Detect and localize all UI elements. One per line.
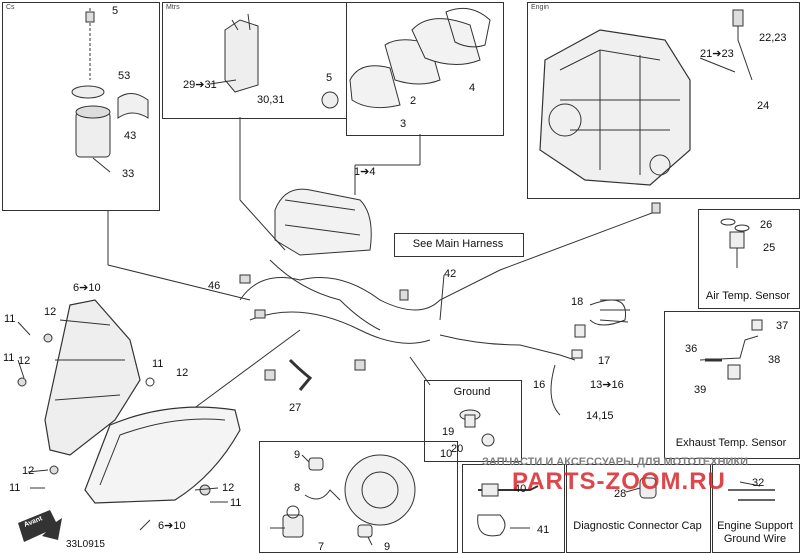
callout-2: 2 — [410, 95, 417, 107]
callout-18: 18 — [571, 296, 584, 308]
callout-53: 53 — [118, 70, 131, 82]
callout-12e: 12 — [222, 482, 235, 494]
callout-26: 26 — [760, 219, 773, 231]
callout-6-10-top: 6➔10 — [73, 282, 101, 294]
callout-27: 27 — [289, 402, 302, 414]
box-tag-engine: Engin — [531, 4, 549, 11]
callout-24: 24 — [757, 100, 770, 112]
callout-32: 32 — [752, 477, 765, 489]
callout-38: 38 — [768, 354, 781, 366]
box-tag-top-left: Cs — [6, 4, 15, 11]
callout-37: 37 — [776, 320, 789, 332]
callout-17: 17 — [598, 355, 611, 367]
callout-42: 42 — [444, 268, 457, 280]
panel-ground — [424, 380, 522, 462]
callout-11b: 11 — [3, 352, 15, 364]
panel-gauge — [346, 2, 504, 136]
callout-30-31: 30,31 — [257, 94, 285, 106]
callout-12d: 12 — [22, 465, 35, 477]
callout-12a: 12 — [44, 306, 57, 318]
callout-11c: 11 — [152, 358, 164, 370]
caption-ground-wire: Ground Wire — [723, 533, 787, 545]
callout-11d: 11 — [9, 482, 21, 494]
callout-25: 25 — [763, 242, 776, 254]
callout-8: 8 — [294, 482, 301, 494]
panel-bulb — [259, 441, 458, 553]
callout-20: 20 — [451, 443, 464, 455]
callout-40: 40 — [514, 483, 527, 495]
callout-5-top: 5 — [112, 5, 119, 17]
watermark-logo: PARTS-ZOOM.RU — [512, 468, 726, 495]
callout-9b: 9 — [384, 541, 391, 553]
panel-wire-40 — [462, 464, 565, 553]
callout-41: 41 — [537, 524, 550, 536]
callout-33: 33 — [122, 168, 135, 180]
callout-14-15: 14,15 — [586, 410, 614, 422]
callout-16: 16 — [533, 379, 546, 391]
callout-3: 3 — [400, 118, 407, 130]
callout-28: 28 — [614, 488, 627, 500]
callout-43: 43 — [124, 130, 137, 142]
callout-11a: 11 — [4, 313, 16, 325]
callout-13-16: 13➔16 — [590, 379, 624, 391]
callout-1-4: 1➔4 — [354, 166, 376, 178]
callout-5: 5 — [326, 72, 333, 84]
panel-see-main-harness — [394, 233, 524, 257]
caption-engine-support: Engine Support — [717, 520, 793, 532]
caption-see-main-harness: See Main Harness — [412, 238, 504, 250]
callout-9a: 9 — [294, 449, 301, 461]
callout-19: 19 — [442, 426, 455, 438]
caption-air-temp-sensor: Air Temp. Sensor — [705, 290, 791, 302]
panel-diag-cap — [566, 464, 711, 553]
callout-12c: 12 — [176, 367, 189, 379]
caption-exhaust-temp-sensor: Exhaust Temp. Sensor — [675, 437, 787, 449]
callout-39: 39 — [694, 384, 707, 396]
callout-46: 46 — [208, 280, 221, 292]
callout-10: 10 — [440, 448, 453, 460]
callout-7: 7 — [318, 541, 325, 553]
callout-36: 36 — [685, 343, 698, 355]
callout-11e: 11 — [230, 497, 242, 509]
callout-4: 4 — [469, 82, 476, 94]
callout-22-23: 22,23 — [759, 32, 787, 44]
callout-6-10-bottom: 6➔10 — [158, 520, 186, 532]
panel-top-left — [2, 2, 160, 211]
callout-29-31: 29➔31 — [183, 79, 217, 91]
callout-12b: 12 — [18, 355, 31, 367]
drawing-code: 33L0915 — [66, 539, 105, 550]
watermark-tagline: ЗАПЧАСТИ И АКСЕССУАРЫ ДЛЯ МОТОТЕХНИКИ — [482, 456, 749, 468]
callout-21-23: 21➔23 — [700, 48, 734, 60]
box-tag-meter: Mtrs — [166, 4, 180, 11]
caption-ground: Ground — [453, 386, 491, 398]
caption-diagnostic-connector-cap: Diagnostic Connector Cap — [573, 520, 702, 532]
